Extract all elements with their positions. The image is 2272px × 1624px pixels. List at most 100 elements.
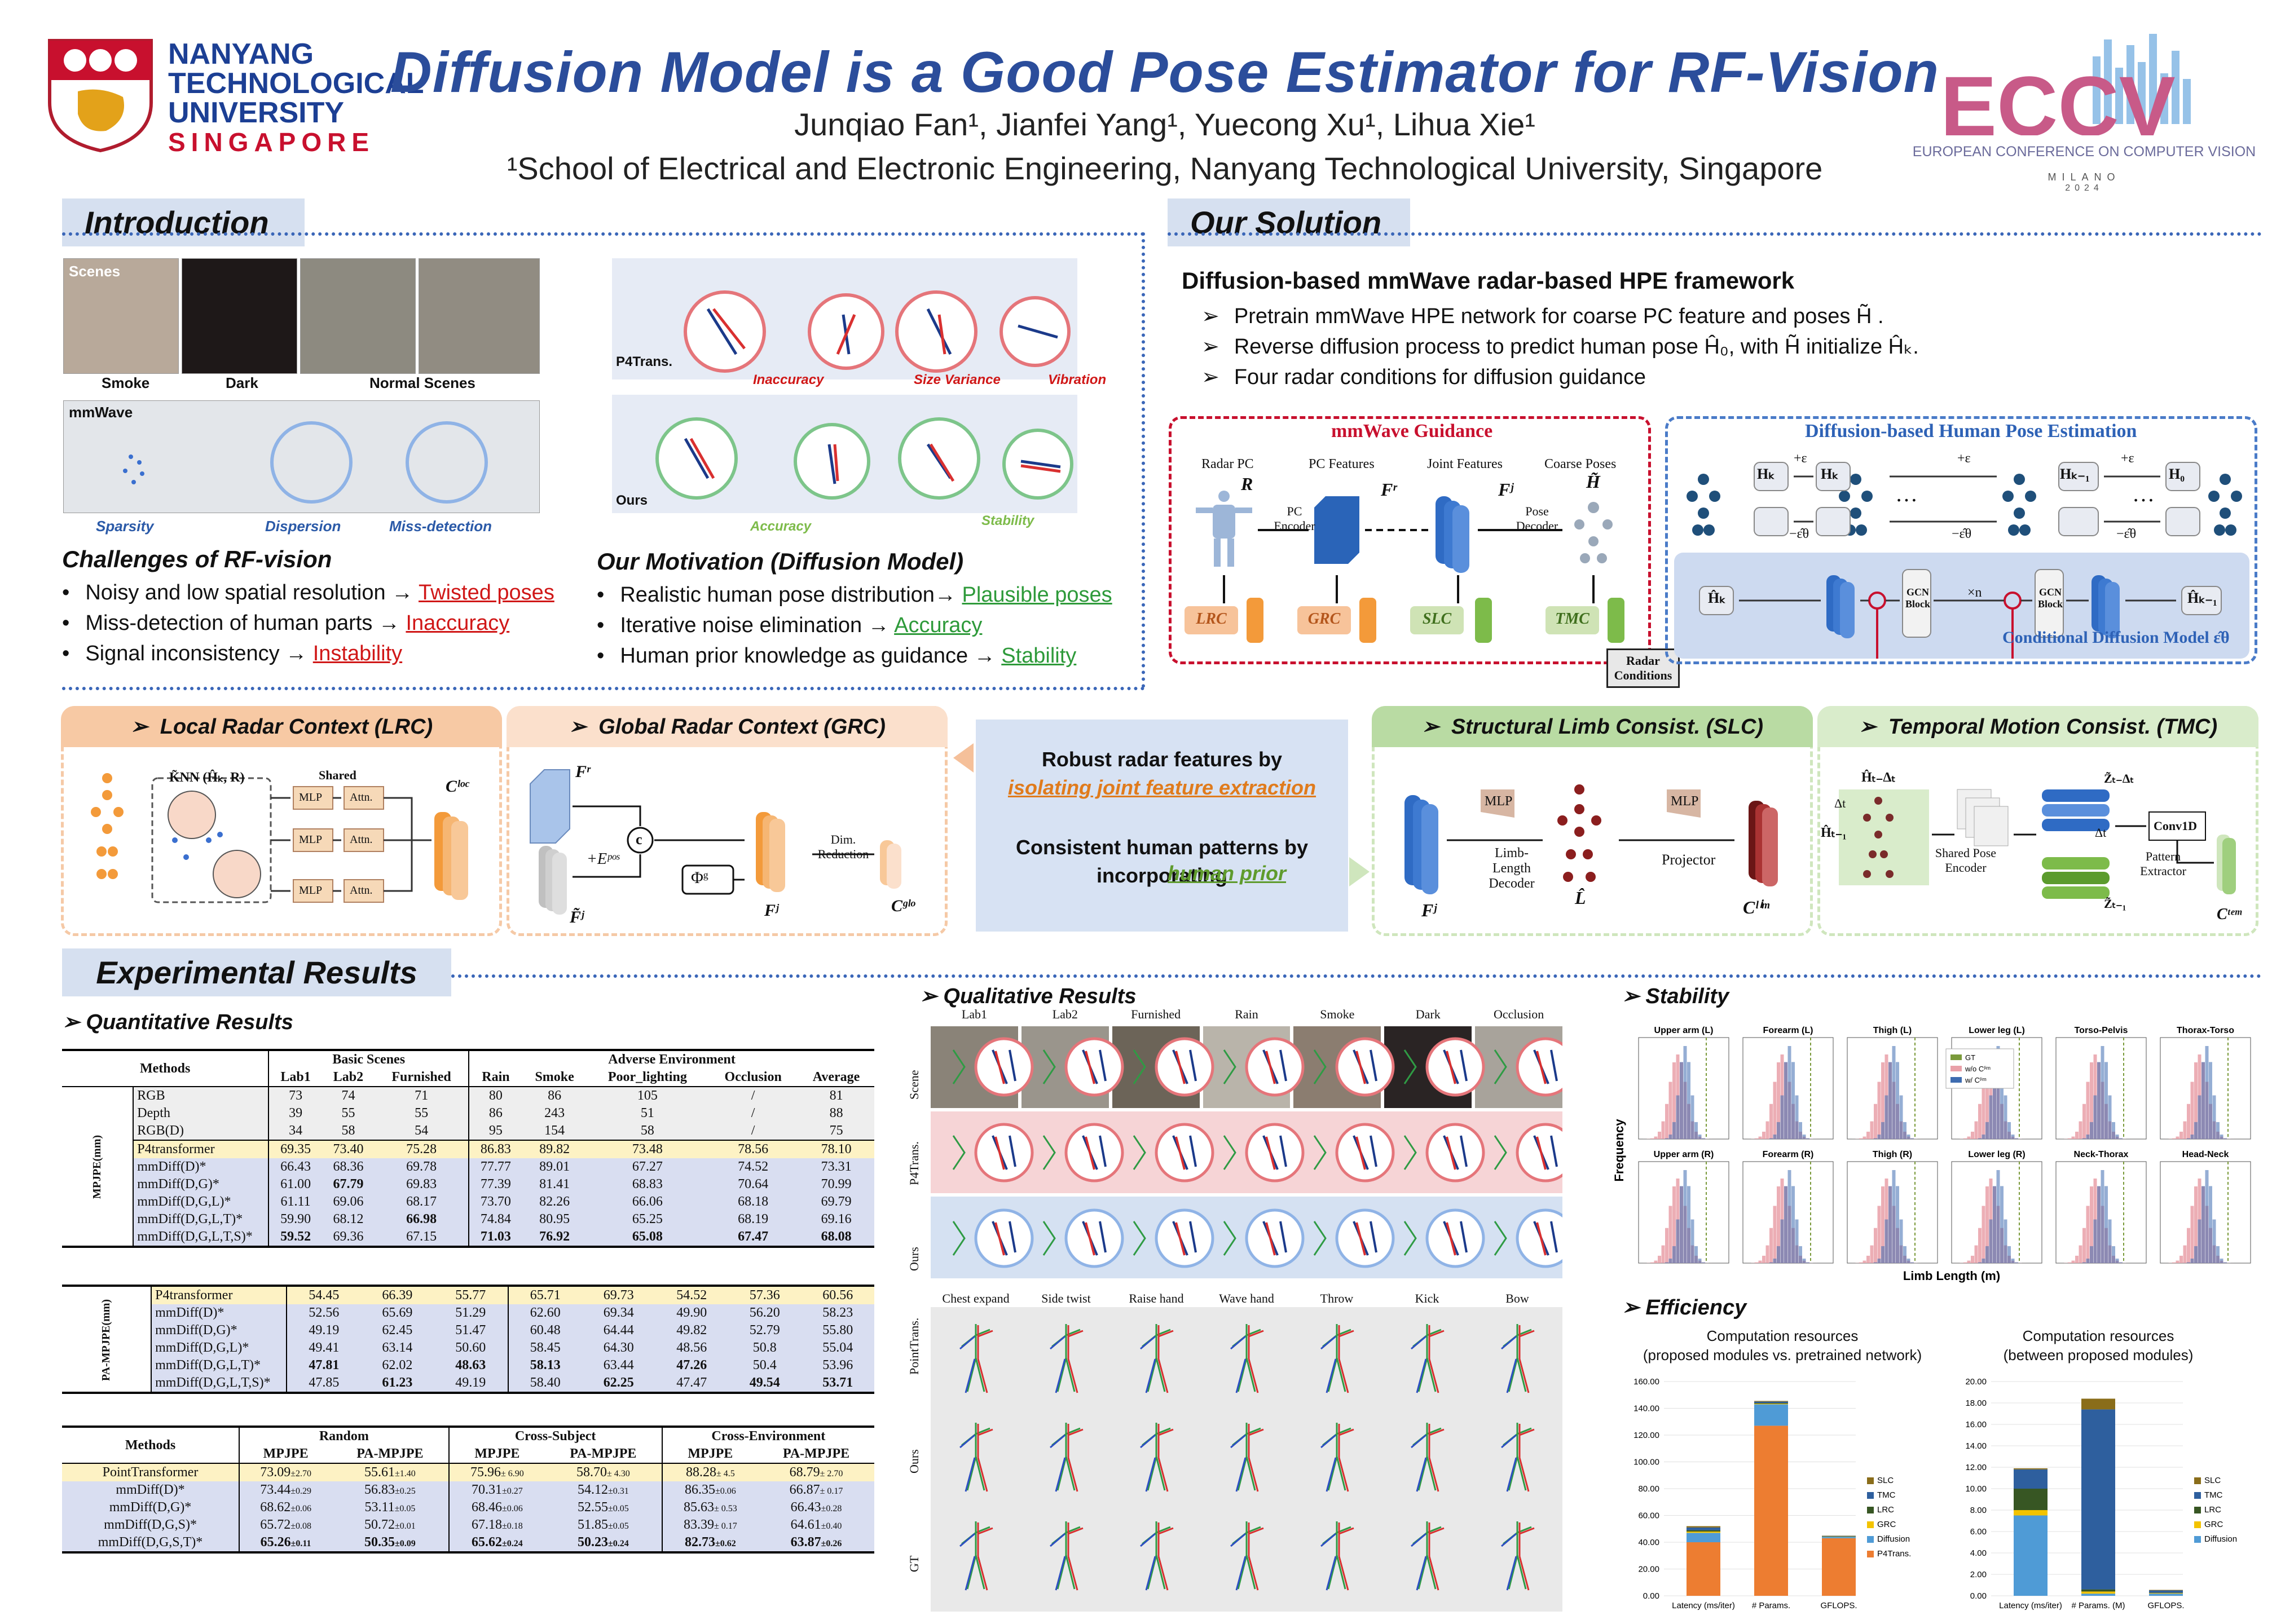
qual-limb-icon [1536,1136,1547,1170]
intro-bottom-divider [62,687,1145,690]
solution-subtitle: Diffusion-based mmWave radar-based HPE f… [1182,267,1795,294]
t2-sub: PA-MPJPE [570,1446,637,1461]
challenge-item: Signal inconsistency → Instability [62,638,554,669]
value: 65.26 [260,1535,291,1550]
stab-bar [1777,1186,1780,1263]
stab-bar [1672,1062,1676,1139]
method-cell: mmDiff(D,G,L,T,S)* [155,1375,271,1390]
legend-label: GT [1965,1053,1975,1062]
stab-bar [2000,1062,2004,1139]
quant-heading: ➢ Quantitative Results [62,1009,293,1035]
legend-label: w/o Cˡⁱᵐ [1965,1065,1991,1073]
t2-sub: PA-MPJPE [782,1446,850,1461]
stab-bar [2209,1186,2212,1263]
value: 82.73 [684,1535,715,1550]
tmc-dt: Δt [1834,796,1846,810]
value-cell: 63.44 [603,1358,634,1373]
value-cell: 55.61±1.40 [332,1463,448,1481]
challenge-highlight: Twisted poses [419,581,554,604]
method-cell: P4transformer [137,1142,215,1157]
stab-bar [2183,1245,2187,1263]
eff-ytick: 4.00 [1970,1548,1987,1558]
value-cell: 64.30 [603,1340,634,1355]
dark-label: Dark [226,374,258,391]
std: ±1.40 [395,1469,416,1479]
stab-bar [1982,1206,1985,1263]
motivation-highlight: Stability [1001,644,1077,668]
std: ±0.28 [821,1504,842,1513]
value-cell: 82.26 [539,1194,570,1209]
stab-subplot-title: Upper arm (R) [1654,1150,1714,1159]
qual-limb-icon [1403,1221,1417,1256]
challenges-heading: Challenges of RF-vision [62,546,332,572]
std: ±0.24 [607,1539,629,1548]
eff-bar-segment [1687,1533,1720,1542]
stab-bar [1795,1219,1799,1263]
qual-zoom-icon [1245,1037,1305,1097]
value-cell: 63.87±0.26 [758,1534,874,1552]
scene-image-dark [182,258,297,374]
mmwave-guidance-title: mmWave Guidance [1331,421,1493,442]
mmwave-label: mmWave [69,404,133,421]
value-cell: 74.84 [468,1211,522,1228]
stab-subplot-title: Head-Neck [2182,1150,2229,1159]
qual-action-label: Bow [1505,1291,1529,1305]
stab-bar [1773,1258,1777,1263]
qual-row-label: GT [907,1555,921,1572]
stab-bar [1874,1104,1877,1139]
qual-scene-label: Rain [1235,1007,1258,1021]
value: 52.55 [577,1500,608,1515]
qual-stick-figures [959,1324,1535,1591]
eff-bar-segment [2081,1398,2115,1410]
t2-sub: MPJPE [448,1445,545,1463]
value-cell: 58.13 [507,1357,582,1374]
arrow-icon: ➢ [1858,715,1888,739]
stab-bar [2115,1258,2119,1263]
value-cell: 69.83 [406,1177,437,1191]
stab-bar [2190,1258,2194,1263]
qual-limb-icon [994,1136,1005,1170]
diff-state: Hₖ [1757,466,1775,482]
stab-bar [1862,1260,1866,1263]
tmc-z1: Z̃ₜ₋Δₜ [2104,771,2134,785]
qual-title: Qualitative Results [943,985,1137,1008]
stab-bar [1769,1228,1773,1263]
value-cell: 55 [415,1106,429,1120]
value-cell: 82.73±0.62 [661,1534,759,1552]
mmwave-guidance-box [1169,416,1651,664]
stick-figure-icon [1320,1324,1354,1393]
center-text-1: Robust radar features by [1041,748,1283,771]
value-cell: / [751,1106,755,1120]
tmc-title: Temporal Motion Consist. (TMC) [1888,715,2218,739]
gcn-block-label: GCN Block [1905,586,1930,610]
std: ± 4.5 [716,1469,735,1479]
value-cell: 50.23±0.24 [545,1534,662,1552]
value-cell: 61.11 [268,1193,322,1211]
diff-plus: +ε [2121,451,2134,466]
lrc-diagram-icon [91,773,468,903]
slc-projector: Projector [1662,851,1716,868]
stick-figure-icon [1140,1324,1174,1393]
value-cell: 69.78 [406,1159,437,1174]
qual-limb-icon [1494,1221,1507,1256]
eff-bar-segment [2149,1590,2183,1593]
eff-bar-segment [2081,1589,2115,1592]
stab-bar [2216,1246,2220,1263]
stab-bar [2011,1258,2015,1263]
smoke-label: Smoke [102,374,150,391]
stab-bar [2220,1258,2223,1263]
qual-limb-icon [1355,1136,1366,1170]
diff-ellipsis: … [1895,481,1918,506]
stab-bar [1903,1122,1906,1139]
col-header: Lab2 [333,1070,364,1084]
stab-bar [1996,1170,2000,1263]
qual-scene-label: Smoke [1320,1007,1355,1021]
diffusion-hpe-title: Diffusion-based Human Pose Estimation [1805,421,2137,442]
std: ±0.27 [501,1486,523,1496]
mmwave-pointcloud-icon [123,421,488,504]
stab-bar [1888,1062,1892,1139]
stab-bar [2090,1246,2093,1263]
